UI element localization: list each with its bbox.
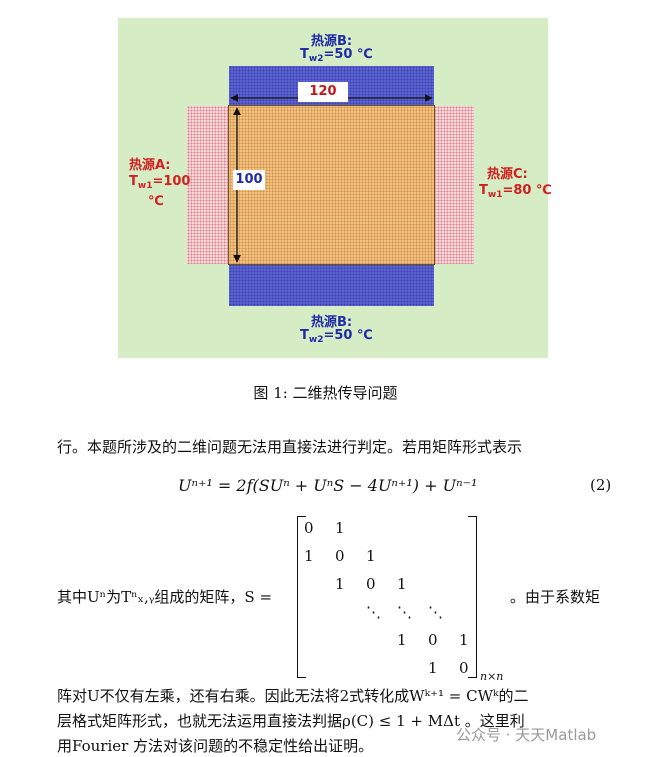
matrix-cell: 0 [428,631,438,649]
matrix-cell: ⋱ [366,603,381,621]
temp-heat-source-b-top: Tw2=50 ℃ [300,47,373,64]
matrix-cell: ⋱ [397,603,412,621]
heat-source-c [434,106,474,264]
matrix-cell: 1 [459,631,469,649]
paragraph-matrix-left: 其中Uⁿ为Tⁿₓ,ᵧ组成的矩阵，S = [57,588,273,606]
matrix-subscript: n×n [480,670,504,683]
matrix-cell: 1 [428,659,438,677]
heat-source-b-bottom [229,264,434,306]
temp-heat-source-a: Tw1=100 [129,174,191,191]
label-heat-source-a: 热源A: [129,158,171,173]
watermark: 公众号 · 天天Matlab [456,726,597,744]
paragraph-line-3: 用Fourier 方法对该问题的不稳定性给出证明。 [57,737,374,755]
matrix-cell: 1 [366,547,376,565]
equation-number: (2) [590,476,612,494]
temp-heat-source-c: Tw1=80 ℃ [479,183,552,200]
matrix-cell: ⋱ [428,603,443,621]
matrix-cell: 1 [397,575,407,593]
matrix-cell: 0 [304,519,314,537]
matrix-cell: 0 [335,547,345,565]
matrix-cell: 1 [304,547,314,565]
label-heat-source-c: 热源C: [487,167,528,182]
unit-heat-source-a: ℃ [148,194,164,209]
matrix-cell: 0 [366,575,376,593]
matrix-cell: 1 [397,631,407,649]
paragraph-matrix-right: 。由于系数矩 [510,588,601,606]
label-heat-source-b-top: 热源B: [311,34,353,49]
figure-caption: 图 1: 二维热传导问题 [253,384,398,402]
paragraph-intro: 行。本题所涉及的二维问题无法用直接法进行判定。若用矩阵形式表示 [57,438,523,456]
equation-2: Uⁿ⁺¹ = 2f(SUⁿ + UⁿS − 4Uⁿ⁺¹) + Uⁿ⁻¹ [178,476,478,495]
width-dimension: 120 [298,82,348,102]
label-heat-source-b-bottom: 热源B: [311,315,353,330]
temp-heat-source-b-bottom: Tw2=50 ℃ [300,328,373,345]
paragraph-line-1: 阵对U不仅有左乘，还有右乘。因此无法将2式转化成Wᵏ⁺¹ = CWᵏ的二 [57,687,529,705]
matrix-cell: 1 [335,519,345,537]
matrix-cell: 1 [335,575,345,593]
heat-source-a [187,106,229,264]
matrix-left-bracket [297,516,306,678]
matrix-cell: 0 [459,659,469,677]
matrix-right-bracket [468,516,477,678]
height-dimension: 100 [233,170,265,190]
paragraph-line-2: 层格式矩阵形式，也就无法运用直接法判据ρ(C) ≤ 1 + MΔt 。这里利 [57,712,525,730]
